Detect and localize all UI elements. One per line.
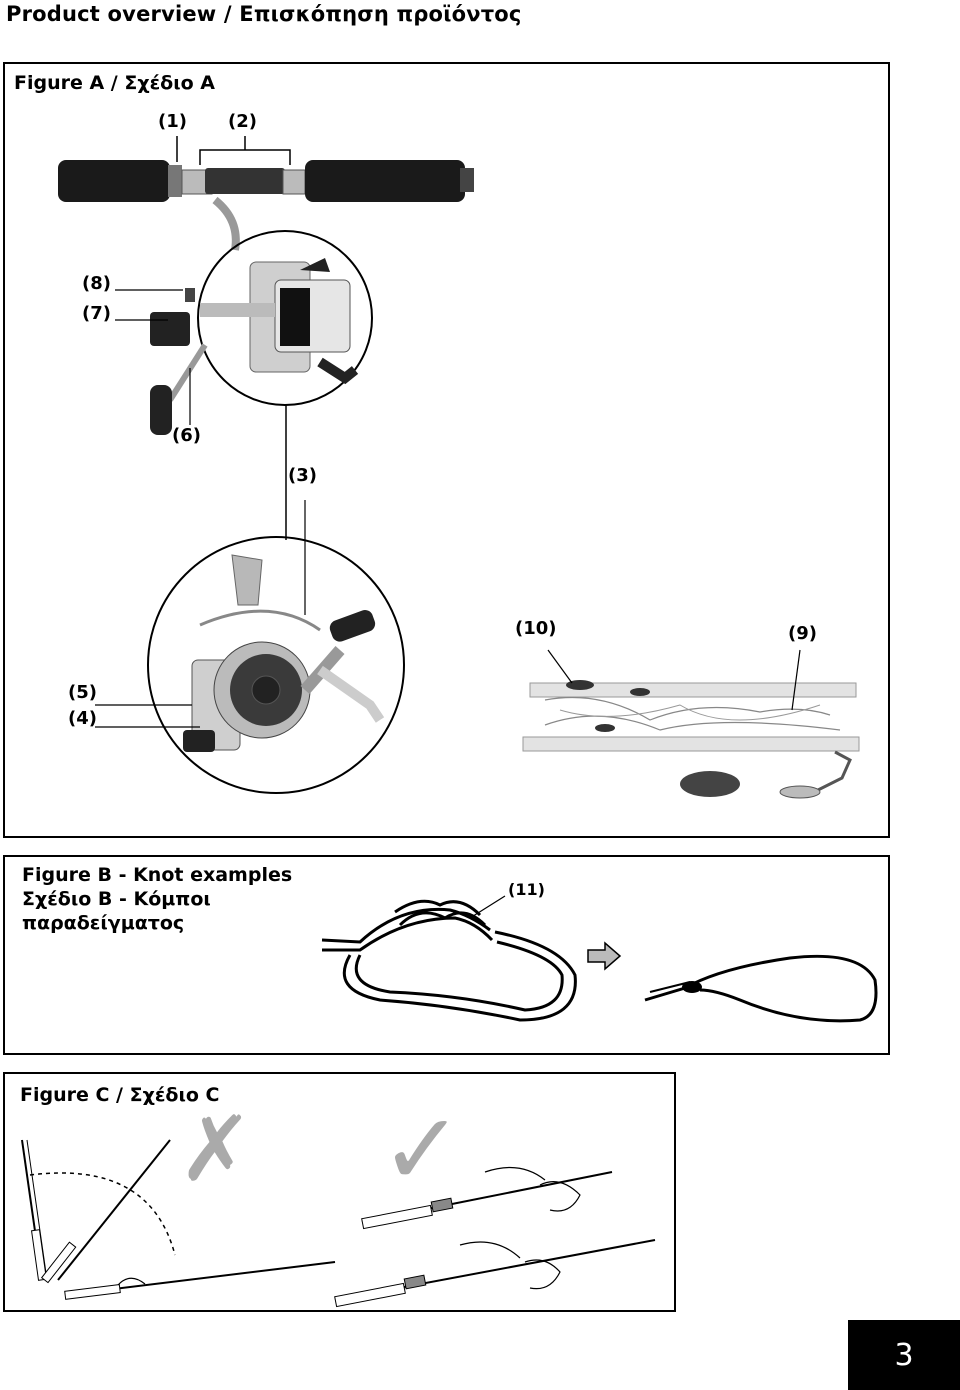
page-title: Product overview / Επισκόπηση προϊόντος bbox=[6, 2, 522, 26]
label-1: (1) bbox=[158, 111, 187, 132]
label-8: (8) bbox=[82, 273, 111, 294]
figure-c-title: Figure C / Σχέδιο C bbox=[20, 1084, 220, 1106]
label-7: (7) bbox=[82, 303, 111, 324]
right-mark: ✓ bbox=[380, 1091, 464, 1208]
label-5: (5) bbox=[68, 682, 97, 703]
label-9: (9) bbox=[788, 623, 817, 644]
page-number: 3 bbox=[848, 1320, 960, 1390]
figure-c-frame bbox=[3, 1072, 676, 1312]
figure-b-title-line3: παραδείγματος bbox=[22, 912, 185, 934]
label-4: (4) bbox=[68, 708, 97, 729]
figure-a-frame bbox=[3, 62, 890, 838]
label-10: (10) bbox=[515, 618, 557, 639]
figure-b-frame bbox=[3, 855, 890, 1055]
label-6: (6) bbox=[172, 425, 201, 446]
figure-a-title: Figure A / Σχέδιο A bbox=[14, 72, 216, 94]
wrong-mark: ✗ bbox=[178, 1097, 254, 1202]
figure-b-title-line1: Figure B - Knot examples bbox=[22, 864, 293, 886]
label-11: (11) bbox=[508, 880, 545, 899]
label-3: (3) bbox=[288, 465, 317, 486]
label-2: (2) bbox=[228, 111, 257, 132]
figure-b-title-line2: Σχέδιο B - Κόμποι bbox=[22, 888, 211, 910]
